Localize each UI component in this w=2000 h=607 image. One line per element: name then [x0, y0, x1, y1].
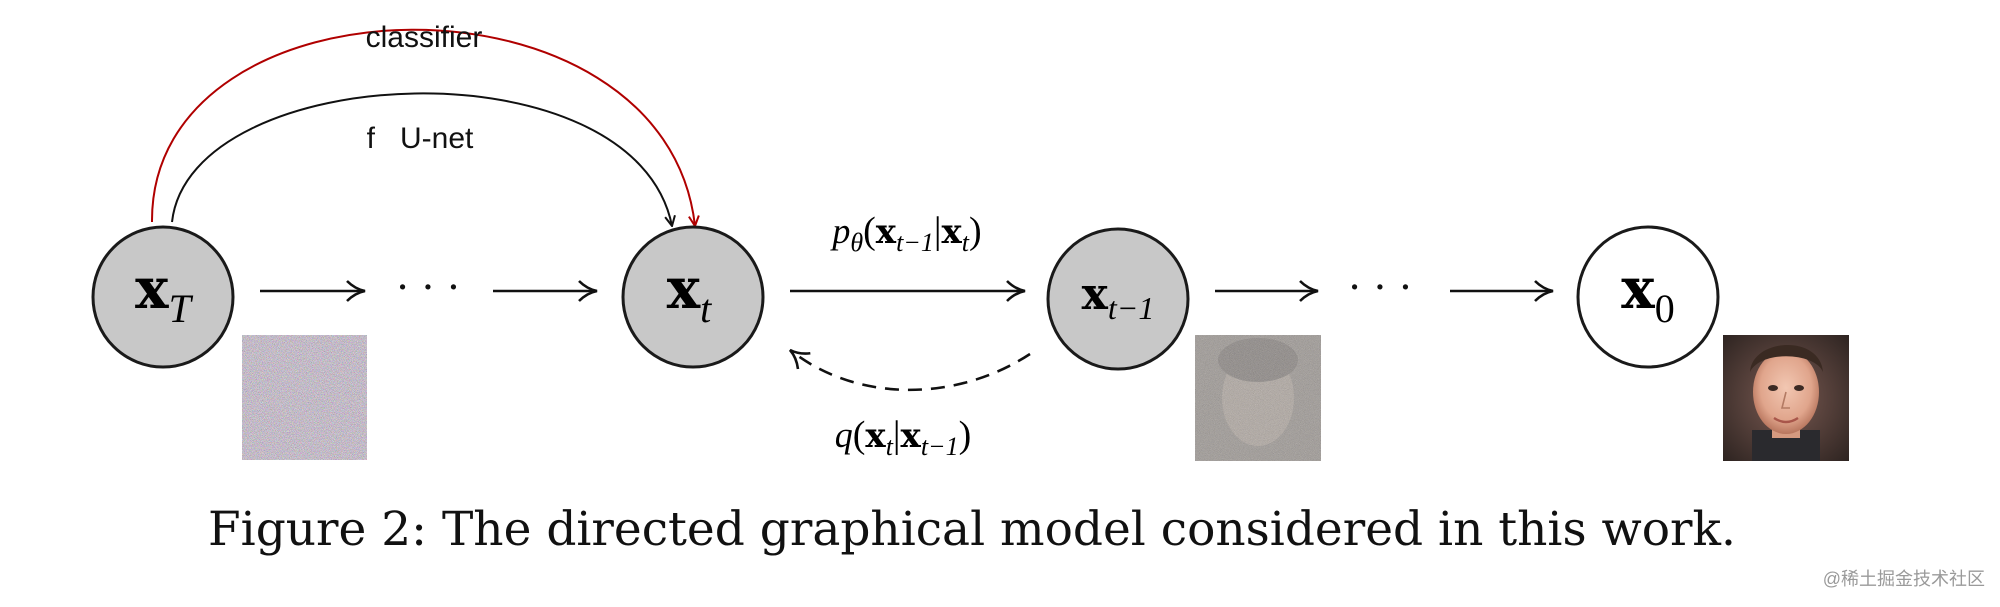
node-subscript: T — [169, 286, 194, 331]
clean-face — [1723, 335, 1849, 461]
ellipsis-right: · · · — [1348, 265, 1412, 311]
unet-label: f U-net — [367, 122, 474, 155]
node-circle — [1046, 227, 1190, 371]
unet-arc — [171, 92, 672, 226]
watermark: @稀土掘金技术社区 — [1823, 569, 1985, 589]
node-subscript: 0 — [1655, 286, 1675, 331]
node-x-T: xT — [91, 225, 235, 369]
dashed-arrow-q — [788, 348, 1031, 392]
node-x-t-minus-1: xt−1 — [1046, 227, 1190, 371]
q-label: q(xt|xt−1) — [835, 414, 972, 461]
partially-denoised-face — [1195, 335, 1321, 461]
node-x-0: x0 — [1576, 225, 1720, 369]
svg-text:xT: xT — [135, 256, 193, 331]
node-circle — [621, 225, 765, 369]
node-x-t: xt — [621, 225, 765, 369]
svg-text:xt: xt — [667, 256, 712, 331]
svg-text:xt−1: xt−1 — [1082, 269, 1155, 326]
svg-text:x0: x0 — [1621, 256, 1674, 331]
p-theta-label: pθ(xt−1|xt) — [829, 210, 981, 257]
figure-caption: Figure 2: The directed graphical model c… — [208, 502, 1736, 557]
node-symbol: x — [667, 256, 701, 322]
node-circle — [91, 225, 235, 369]
node-symbol: x — [1621, 256, 1655, 322]
classifier-arc — [150, 28, 695, 226]
node-subscript: t — [700, 286, 712, 331]
node-subscript: t−1 — [1108, 290, 1154, 326]
node-circle — [1576, 225, 1720, 369]
noise-image — [242, 335, 367, 460]
node-symbol: x — [1082, 269, 1109, 320]
ellipsis-left: · · · — [396, 265, 460, 311]
classifier-label: classifier — [366, 21, 483, 54]
node-symbol: x — [135, 256, 169, 322]
